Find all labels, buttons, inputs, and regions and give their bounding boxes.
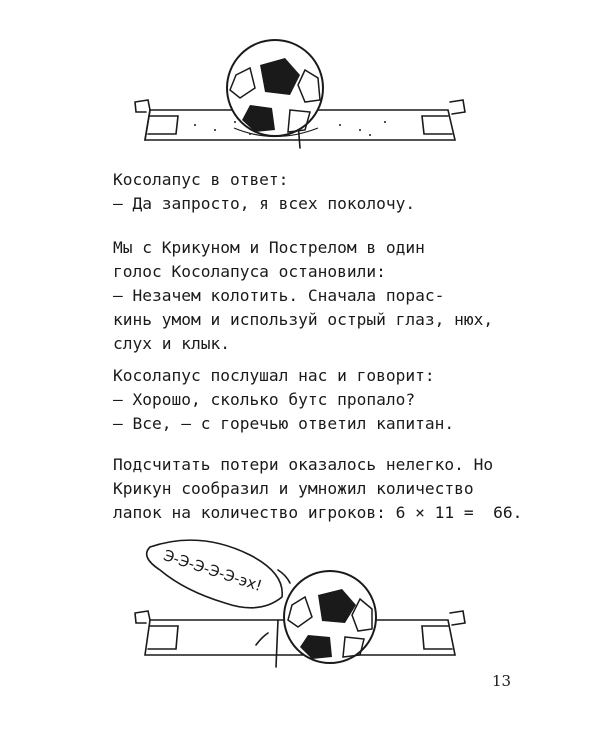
football-field-illustration-bottom: Э-Э-Э-Э-Э-эх! <box>134 539 466 668</box>
text-line: кинь умом и используй острый глаз, нюх, <box>113 310 494 329</box>
text-line: голос Косолапуса остановили: <box>113 262 386 281</box>
text-line: Подсчитать потери оказалось нелегко. Но <box>113 455 494 474</box>
paragraph-4: Подсчитать потери оказалось нелегко. Но … <box>113 453 523 525</box>
text-line: Крикун сообразил и умножил количество <box>113 479 474 498</box>
text-line: Мы с Крикуном и Пострелом в один <box>113 238 425 257</box>
speech-bubble <box>145 539 283 609</box>
text-line: — Незачем колотить. Сначала порас- <box>113 286 445 305</box>
text-line: — Все, — с горечью ответил капитан. <box>113 414 455 433</box>
page-number: 13 <box>492 672 512 690</box>
paragraph-1: Косолапус в ответ: — Да запросто, я всех… <box>113 168 473 216</box>
football-field-illustration-top <box>134 39 466 149</box>
paragraph-2: Мы с Крикуном и Пострелом в один голос К… <box>113 236 494 356</box>
text-line: Косолапус послушал нас и говорит: <box>113 366 435 385</box>
text-line: — Да запросто, я всех поколочу. <box>113 194 416 213</box>
text-line: лапок на количество игроков: 6 × 11 = 66… <box>113 503 523 522</box>
ball-icon <box>283 570 377 664</box>
text-line: — Хорошо, сколько бутс пропало? <box>113 390 416 409</box>
text-line: слух и клык. <box>113 334 230 353</box>
ball-icon <box>226 39 324 138</box>
paragraph-3: Косолапус послушал нас и говорит: — Хоро… <box>113 364 473 436</box>
text-line: Косолапус в ответ: <box>113 170 289 189</box>
